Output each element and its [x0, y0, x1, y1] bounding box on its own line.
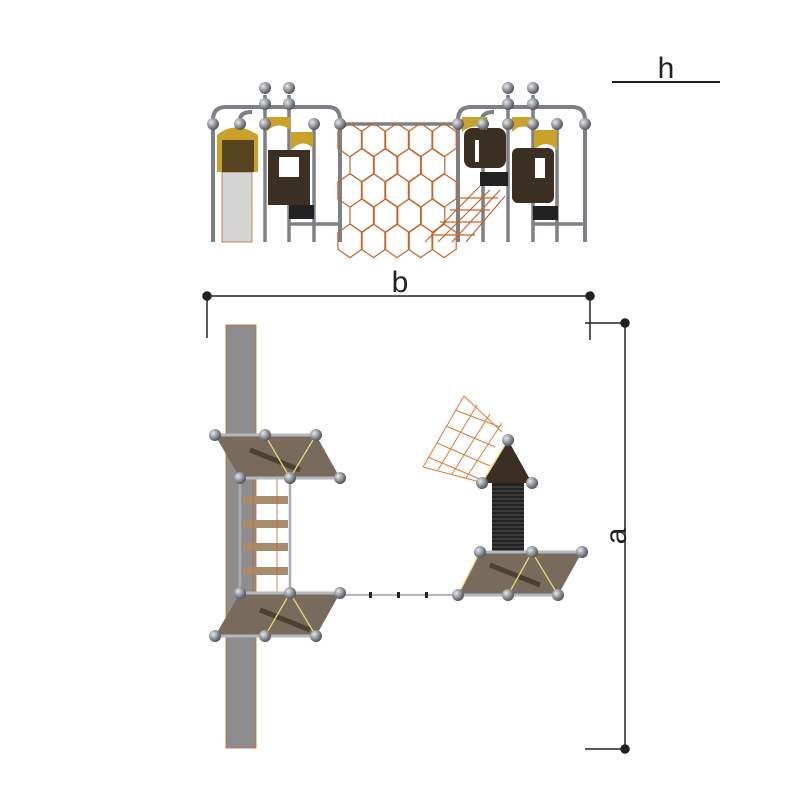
- ladder-net: [424, 185, 506, 243]
- slide: [221, 171, 253, 243]
- post-ball: [334, 118, 346, 130]
- post-ball: [527, 118, 539, 130]
- net-cell: [407, 223, 434, 259]
- dimension-a: a: [585, 318, 633, 754]
- post-ball: [477, 118, 489, 130]
- label-a: a: [600, 527, 633, 544]
- post-ball: [259, 630, 271, 642]
- dimension-b: b: [202, 266, 595, 340]
- net-cell: [431, 223, 457, 259]
- net-cell: [349, 198, 375, 234]
- post-ball: [284, 587, 296, 599]
- post-ball: [283, 98, 295, 110]
- ladder: [238, 478, 292, 593]
- post-ball: [527, 98, 539, 110]
- net-cell: [384, 223, 410, 259]
- tunnel-tube: [492, 483, 524, 552]
- post-ball: [283, 82, 295, 94]
- net-cell: [420, 147, 446, 183]
- post-ball: [259, 118, 271, 130]
- post-ball: [576, 546, 588, 558]
- plan-post-caps: [209, 429, 588, 642]
- plan-view: [209, 324, 588, 749]
- net-cell: [372, 147, 399, 183]
- post-ball: [527, 82, 539, 94]
- net-cell: [360, 223, 387, 259]
- post-ball: [452, 118, 464, 130]
- net-cell: [372, 198, 399, 234]
- post-ball: [502, 589, 514, 601]
- net-cell: [349, 147, 375, 183]
- post-ball: [502, 82, 514, 94]
- post-ball: [209, 429, 221, 441]
- post-ball: [259, 98, 271, 110]
- post-ball: [551, 118, 563, 130]
- net-cell: [360, 122, 387, 158]
- cargo-net: [422, 395, 503, 483]
- wooden-panel-right: [464, 128, 506, 168]
- post-ball: [259, 429, 271, 441]
- net-cell: [420, 198, 446, 234]
- label-b: b: [392, 266, 409, 299]
- post-ball: [526, 477, 538, 489]
- climbing-net: [337, 122, 457, 259]
- post-ball: [526, 546, 538, 558]
- post-ball: [284, 472, 296, 484]
- post-ball: [209, 630, 221, 642]
- dimension-h: h: [612, 52, 720, 85]
- post-ball: [334, 587, 346, 599]
- post-ball: [308, 118, 320, 130]
- post-ball: [474, 546, 486, 558]
- post-ball: [234, 472, 246, 484]
- post-ball: [259, 82, 271, 94]
- net-cell: [407, 172, 434, 208]
- platform-triangle: [482, 440, 532, 483]
- post-ball: [234, 118, 246, 130]
- post-ball: [310, 630, 322, 642]
- post-ball: [234, 587, 246, 599]
- net-cell: [396, 198, 422, 234]
- post-ball: [476, 477, 488, 489]
- post-ball: [452, 589, 464, 601]
- post-ball: [552, 589, 564, 601]
- post-ball: [207, 118, 219, 130]
- net-cell: [431, 172, 457, 208]
- post-caps: [207, 82, 591, 130]
- net-cell: [384, 172, 410, 208]
- post-ball: [310, 429, 322, 441]
- label-h: h: [658, 52, 675, 85]
- net-cell: [396, 147, 422, 183]
- net-cell: [407, 122, 434, 158]
- post-ball: [502, 98, 514, 110]
- net-cell: [360, 172, 387, 208]
- elevation-view: [207, 82, 591, 259]
- post-ball: [334, 472, 346, 484]
- post-ball: [502, 434, 514, 446]
- post-ball: [502, 118, 514, 130]
- net-cell: [431, 122, 457, 158]
- net-cell: [384, 122, 410, 158]
- post-ball: [579, 118, 591, 130]
